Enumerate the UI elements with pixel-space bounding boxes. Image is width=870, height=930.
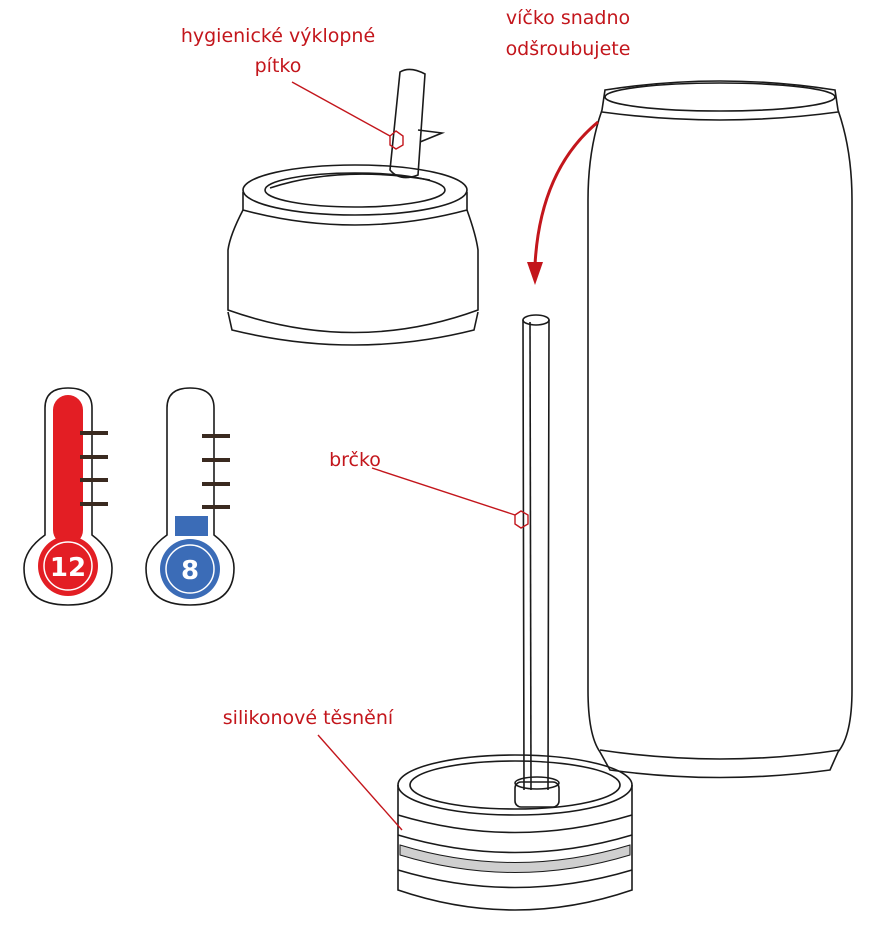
thermometer-value: 8 — [181, 556, 199, 586]
can-body — [587, 80, 853, 779]
label-straw: brčko — [329, 449, 381, 471]
thermometer-value: 12 — [50, 553, 86, 583]
label-seal: silikonové těsnění — [223, 707, 394, 729]
unscrew-arrow-icon — [527, 120, 599, 285]
label-flip-straw-2: pítko — [255, 55, 302, 77]
top-lid — [227, 68, 479, 346]
straw — [522, 314, 550, 791]
thermometer-12h: 12 — [23, 387, 113, 606]
label-flip-straw: hygienické výklopné — [181, 25, 375, 47]
callout-lines — [291, 81, 529, 831]
bottom-lid — [397, 754, 633, 911]
label-lid-2: odšroubujete — [506, 38, 631, 60]
label-lid: víčko snadno — [506, 7, 630, 29]
thermometer-8h: 8 — [145, 387, 235, 606]
